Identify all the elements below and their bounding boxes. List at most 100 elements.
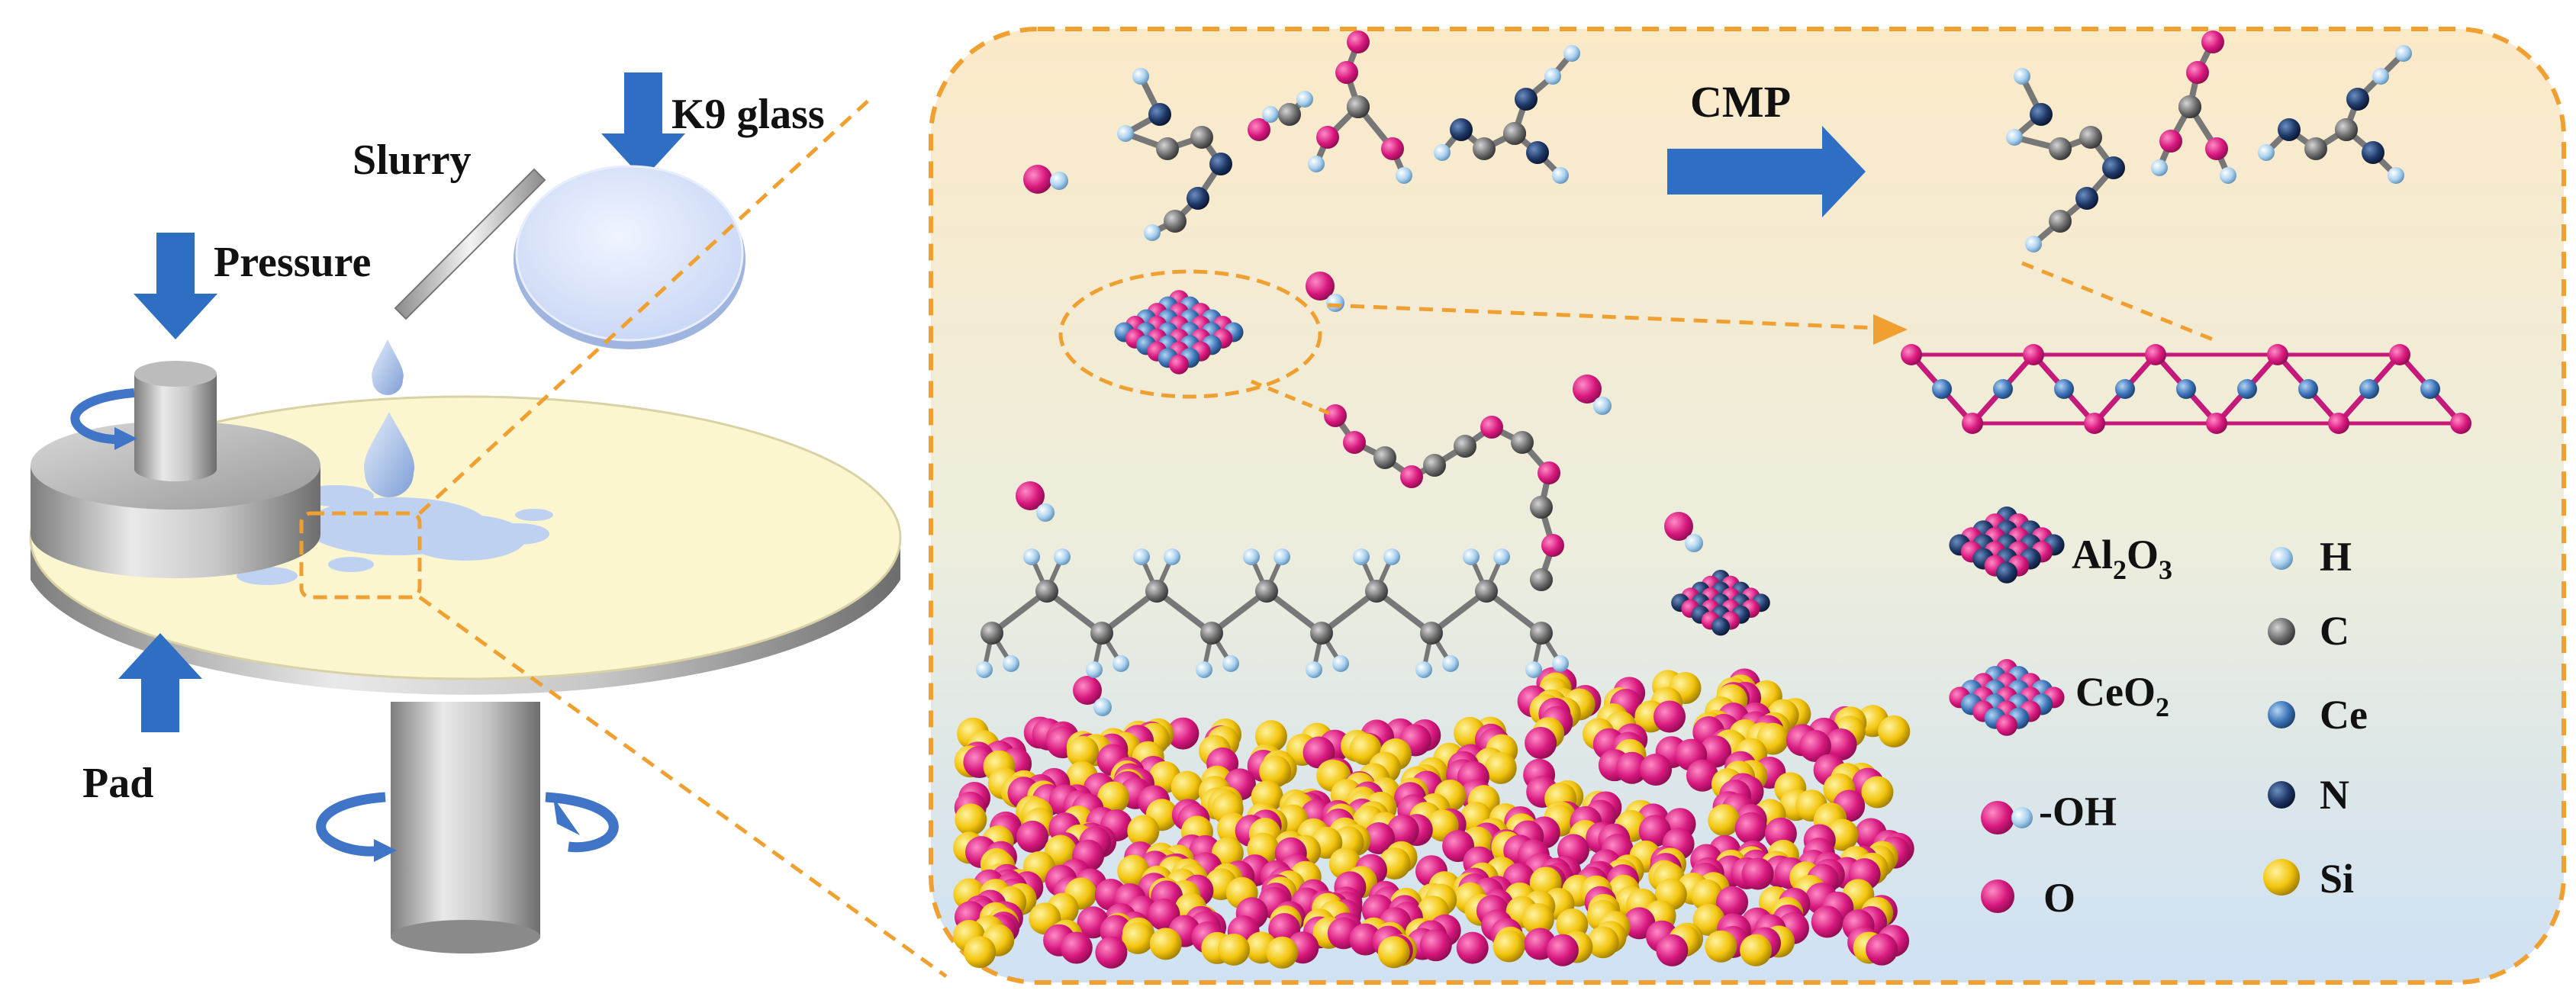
spindle-rotation-arrow-right xyxy=(545,792,619,853)
legend-n-label: N xyxy=(2320,772,2349,818)
oxygen-atom xyxy=(2145,344,2166,365)
cerium-atom xyxy=(2268,701,2295,728)
pad-arrow xyxy=(118,633,202,732)
hydrogen-atom xyxy=(1308,156,1325,172)
oxygen-atom xyxy=(2205,137,2228,160)
oxygen-atom xyxy=(1686,759,1718,792)
carbon-atom xyxy=(2268,618,2295,645)
silicon-atom xyxy=(1521,903,1554,936)
silicon-atom xyxy=(964,936,997,969)
nitrogen-atom xyxy=(2075,187,2098,210)
hydrogen-atom xyxy=(1132,68,1149,85)
carbon-atom xyxy=(2335,118,2358,141)
polishing-machine: Pressure Slurry K9 glass Pad xyxy=(29,72,948,979)
oxygen-atom xyxy=(1741,857,1774,890)
chemical-bond xyxy=(1319,588,1380,636)
oxygen-atom xyxy=(2023,344,2044,365)
oxygen-atom xyxy=(1316,126,1339,149)
hydrogen-atom xyxy=(1054,548,1071,565)
legend-c-label: C xyxy=(2320,608,2349,654)
carbon-atom xyxy=(2304,137,2327,160)
hydrogen-atom xyxy=(1133,548,1150,565)
carbon-atom xyxy=(980,622,1003,645)
oxygen-atom xyxy=(1480,416,1503,439)
oxygen-atom xyxy=(1798,729,1831,762)
head-rotation-arrow xyxy=(70,388,135,445)
carbon-atom xyxy=(1190,126,1213,149)
pad-label: Pad xyxy=(82,760,153,807)
hydrogen-atom xyxy=(1563,45,1580,62)
chemical-bond xyxy=(1209,588,1270,636)
k9-glass-label: K9 glass xyxy=(671,91,825,138)
hydrogen-atom xyxy=(1262,106,1279,123)
k9-glass-disc xyxy=(515,165,744,342)
hydrogen-atom xyxy=(1415,661,1432,678)
silicon-atom xyxy=(1377,936,1410,969)
cerium-atom xyxy=(2115,379,2135,399)
oxygen-atom xyxy=(1060,931,1093,964)
oxygen-atom xyxy=(1363,822,1396,855)
oxygen-atom xyxy=(1324,404,1347,427)
oxygen-atom xyxy=(1335,61,1358,84)
hydrogen-atom xyxy=(1086,661,1103,678)
hydrogen-atom xyxy=(1442,655,1459,672)
cerium-atom xyxy=(2176,379,2196,399)
carbon-atom xyxy=(1511,431,1534,454)
nitrogen-atom xyxy=(2278,118,2301,141)
oxygen-atom xyxy=(1640,753,1673,786)
silicon-atom xyxy=(1122,921,1154,954)
hydrogen-atom xyxy=(2014,68,2030,85)
oxygen-atom xyxy=(1734,812,1767,844)
hydrogen-atom xyxy=(1274,548,1290,565)
oxygen-atom xyxy=(1716,886,1749,918)
nitrogen-atom xyxy=(2102,156,2125,179)
carbon-atom xyxy=(1475,580,1498,603)
oxygen-atom xyxy=(1981,879,2014,913)
nitrogen-atom xyxy=(1209,153,1232,175)
carbon-atom xyxy=(1373,446,1396,469)
ceo2-to-molecule-dash xyxy=(1251,379,1336,418)
oxygen-atom xyxy=(1866,933,1898,966)
hydrogen-atom xyxy=(1593,397,1612,415)
carbon-atom xyxy=(1473,137,1496,160)
silicon-atom xyxy=(1127,815,1160,847)
silicon-atom xyxy=(1690,879,1723,912)
cerium-atom xyxy=(2359,379,2379,399)
k9-glass-arrow xyxy=(601,72,685,179)
hydrogen-atom xyxy=(1117,125,1134,142)
molecular-atoms xyxy=(953,31,2471,969)
hydrogen-atom xyxy=(1144,224,1161,241)
carrier-shaft xyxy=(134,374,217,481)
carbon-atom xyxy=(1420,622,1443,645)
hydrogen-atom xyxy=(976,661,993,678)
hydrogen-atom xyxy=(1552,655,1569,672)
oxygen-atom xyxy=(1419,929,1452,962)
oxygen-atom xyxy=(1381,137,1404,160)
pressure-arrow xyxy=(134,233,217,339)
nitrogen-atom xyxy=(1148,103,1171,126)
hydrogen-atom xyxy=(2258,144,2275,161)
oxygen-atom xyxy=(1541,534,1564,557)
carbon-atom xyxy=(1310,622,1333,645)
oxygen-atom xyxy=(2450,413,2471,434)
carbon-atom xyxy=(1090,622,1113,645)
oxygen-atom xyxy=(1073,676,1102,705)
hydrogen-atom xyxy=(1243,548,1260,565)
hydrogen-atom xyxy=(1525,661,1542,678)
oxygen-atom xyxy=(2328,413,2349,434)
nitrogen-atom xyxy=(1711,617,1730,636)
oxygen-atom xyxy=(1016,481,1045,510)
ceo2-to-silicate-arrowhead xyxy=(1873,314,1908,345)
oxygen-atom xyxy=(1349,923,1382,956)
nitrogen-atom xyxy=(2268,781,2295,809)
slurry-drop-2 xyxy=(363,412,415,497)
chemical-bond xyxy=(1264,588,1325,636)
carbon-atom xyxy=(2049,210,2072,233)
oxygen-atom xyxy=(1386,814,1419,847)
legend-si-label: Si xyxy=(2320,856,2354,902)
carbon-atom xyxy=(1255,580,1278,603)
chemical-bond xyxy=(1428,588,1489,636)
carbon-atom xyxy=(1145,580,1168,603)
carrier-shaft-top xyxy=(134,361,217,387)
hydrogen-atom xyxy=(1493,548,1510,565)
